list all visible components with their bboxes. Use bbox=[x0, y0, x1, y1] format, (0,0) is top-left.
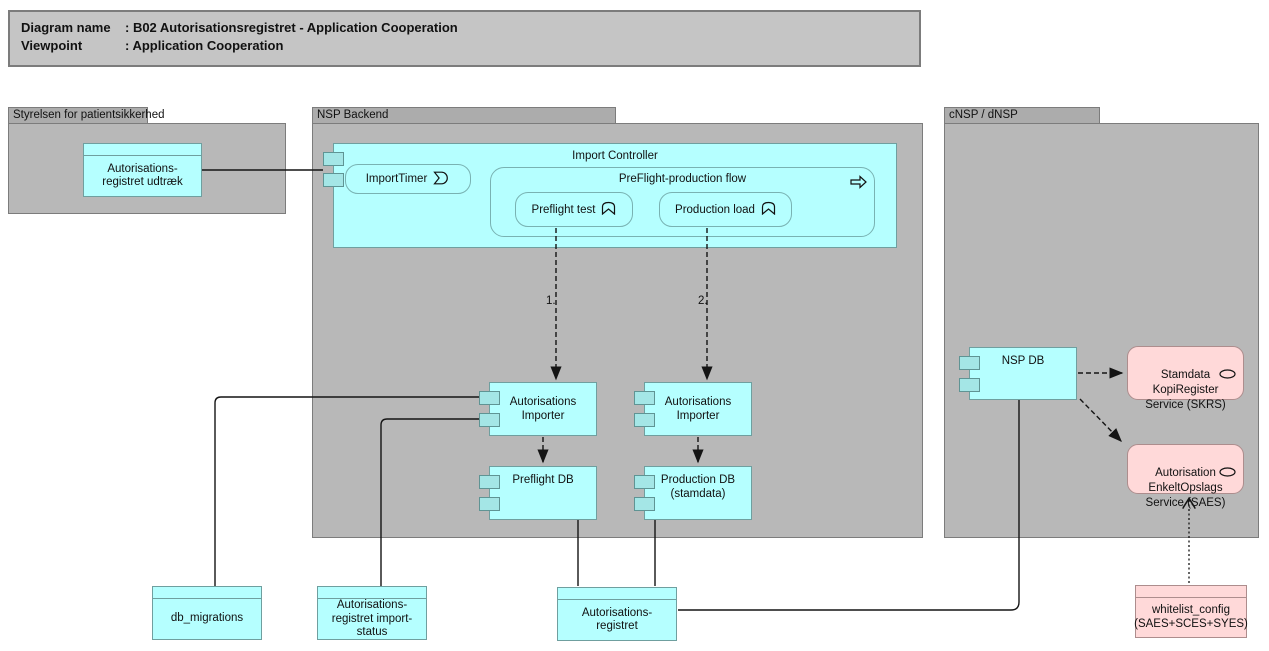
data-object-db-migrations: db_migrations bbox=[152, 586, 262, 640]
service-skrs: Stamdata KopiRegister Service (SKRS) bbox=[1127, 346, 1244, 411]
process-arrow-icon bbox=[850, 175, 867, 194]
group-tab-cnsp-dnsp: cNSP / dNSP bbox=[944, 107, 1100, 124]
function-production-load: Production load bbox=[659, 192, 792, 227]
service-oval-icon bbox=[1219, 452, 1236, 482]
viewpoint-label: Viewpoint bbox=[21, 38, 83, 53]
data-object-autorisationsregistret-udtraek: Autorisations- registret udtræk bbox=[83, 143, 202, 197]
viewpoint-value: : Application Cooperation bbox=[125, 38, 284, 53]
component-label: Autorisations Importer bbox=[664, 396, 732, 422]
data-object-strip bbox=[84, 144, 201, 156]
component-port bbox=[959, 378, 980, 392]
function-label: Preflight test bbox=[531, 203, 596, 216]
component-port bbox=[323, 173, 344, 187]
event-label: ImportTimer bbox=[365, 173, 428, 185]
group-tab-patientsikkerhed: Styrelsen for patientsikkerhed bbox=[8, 107, 165, 124]
component-nsp-db: NSP DB bbox=[959, 347, 1077, 400]
flow-step-1-label: 1. bbox=[546, 295, 556, 307]
data-object-label: whitelist_config (SAES+SCES+SYES) bbox=[1134, 604, 1248, 630]
diagram-name-value: : B02 Autorisationsregistret - Applicati… bbox=[125, 20, 458, 35]
data-object-autorisationsregistret-import-status: Autorisations- registret import- status bbox=[317, 586, 427, 640]
component-port bbox=[479, 497, 500, 511]
data-object-strip bbox=[558, 588, 676, 600]
function-label: Production load bbox=[675, 203, 755, 216]
data-object-autorisationsregistret: Autorisations- registret bbox=[557, 587, 677, 641]
service-label: Stamdata KopiRegister Service (SKRS) bbox=[1145, 369, 1226, 411]
component-port bbox=[634, 475, 655, 489]
component-port bbox=[959, 356, 980, 370]
component-label: Autorisations Importer bbox=[509, 396, 577, 422]
application-event-icon bbox=[433, 171, 450, 188]
process-label: PreFlight-production flow bbox=[618, 173, 747, 185]
component-port bbox=[634, 413, 655, 427]
data-object-strip bbox=[153, 587, 261, 599]
component-label: Preflight DB bbox=[512, 474, 574, 486]
component-label: NSP DB bbox=[1001, 355, 1045, 367]
event-import-timer: ImportTimer bbox=[345, 164, 471, 194]
function-chevron-icon bbox=[761, 201, 776, 218]
data-object-strip bbox=[1136, 586, 1246, 598]
function-chevron-icon bbox=[601, 201, 616, 218]
flow-step-2-label: 2. bbox=[698, 295, 708, 307]
component-production-db: Production DB (stamdata) bbox=[634, 466, 752, 520]
data-object-strip bbox=[318, 587, 426, 599]
component-label: Production DB (stamdata) bbox=[660, 474, 736, 500]
component-port bbox=[323, 152, 344, 166]
group-tab-nsp-backend: NSP Backend bbox=[312, 107, 616, 124]
service-label: Autorisation EnkeltOpslags Service (SAES… bbox=[1145, 467, 1226, 509]
component-port bbox=[479, 475, 500, 489]
diagram-name-label: Diagram name bbox=[21, 20, 111, 35]
group-label-nsp-backend: NSP Backend bbox=[317, 109, 389, 121]
component-label: Import Controller bbox=[572, 150, 658, 162]
data-object-label: db_migrations bbox=[170, 612, 244, 625]
data-object-whitelist-config: whitelist_config (SAES+SCES+SYES) bbox=[1134, 585, 1248, 638]
component-preflight-db: Preflight DB bbox=[479, 466, 597, 520]
component-autorisations-importer-left: Autorisations Importer bbox=[479, 382, 597, 436]
component-port bbox=[634, 497, 655, 511]
data-object-label: Autorisations- registret udtræk bbox=[102, 162, 183, 189]
group-label-patientsikkerhed: Styrelsen for patientsikkerhed bbox=[13, 109, 165, 121]
diagram-title-box: Diagram name : B02 Autorisationsregistre… bbox=[8, 10, 921, 67]
service-saes: Autorisation EnkeltOpslags Service (SAES… bbox=[1127, 444, 1244, 509]
service-oval-icon bbox=[1219, 354, 1236, 384]
component-autorisations-importer-right: Autorisations Importer bbox=[634, 382, 752, 436]
component-port bbox=[479, 413, 500, 427]
component-port bbox=[634, 391, 655, 405]
data-object-label: Autorisations- registret bbox=[581, 606, 653, 633]
function-preflight-test: Preflight test bbox=[515, 192, 633, 227]
group-label-cnsp-dnsp: cNSP / dNSP bbox=[949, 109, 1018, 121]
component-port bbox=[479, 391, 500, 405]
data-object-label: Autorisations- registret import- status bbox=[331, 599, 413, 638]
